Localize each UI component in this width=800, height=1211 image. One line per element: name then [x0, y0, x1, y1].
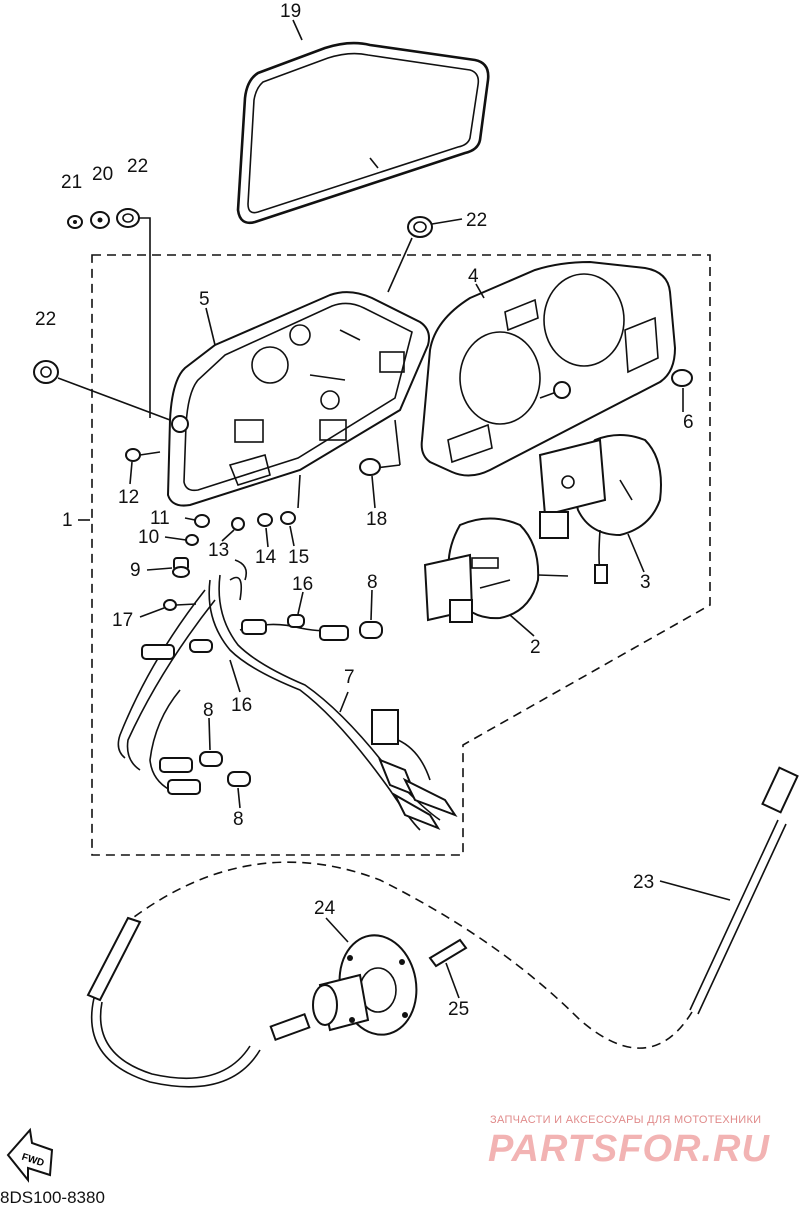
part-17-screw — [163, 599, 197, 611]
part-16-socket-upper — [241, 614, 305, 635]
part-11-nut — [194, 514, 210, 528]
part-3-tachometer — [538, 434, 662, 584]
callout-9: 9 — [130, 560, 141, 581]
callout-16-upper: 16 — [292, 574, 313, 595]
callout-labels: 19 21 20 22 22 4 22 5 6 12 18 1 11 10 13… — [35, 1, 694, 1020]
callout-19: 19 — [280, 1, 301, 22]
part-18-grommet — [359, 458, 381, 476]
part-20-washer — [90, 211, 110, 229]
part-5-meter-housing — [166, 291, 430, 507]
callout-8-lower: 8 — [233, 809, 244, 830]
callout-20: 20 — [92, 164, 113, 185]
callout-10: 10 — [138, 527, 159, 548]
callout-14: 14 — [255, 547, 277, 568]
callout-12: 12 — [118, 487, 139, 508]
callout-24: 24 — [314, 898, 336, 919]
callout-18: 18 — [366, 509, 387, 530]
callout-23: 23 — [633, 872, 654, 893]
callout-22-left: 22 — [35, 309, 56, 330]
part-14-washer — [257, 513, 273, 527]
part-2-speedometer — [423, 517, 569, 623]
part-22-grommet-mounted — [171, 415, 189, 433]
part-6-grommet — [553, 369, 693, 399]
callout-15: 15 — [288, 547, 309, 568]
part-8-bulb-lower — [167, 771, 251, 795]
callout-13: 13 — [208, 540, 229, 561]
part-4-meter-cover — [420, 260, 677, 477]
part-8-bulb-middle — [159, 751, 223, 773]
watermark-brand: PARTSFOR.RU — [488, 1128, 770, 1170]
watermark-tagline: ЗАПЧАСТИ И АКСЕССУАРЫ ДЛЯ МОТОТЕХНИКИ — [490, 1114, 762, 1126]
callout-7: 7 — [344, 667, 355, 688]
part-15-nut — [280, 511, 296, 525]
callout-3: 3 — [640, 572, 651, 593]
callout-2: 2 — [530, 637, 541, 658]
part-8-bulb-upper — [319, 621, 383, 641]
callout-22-top-left: 22 — [127, 156, 148, 177]
part-25-pin — [428, 938, 468, 968]
part-23-meter-cable — [86, 766, 799, 1088]
part-16-socket-lower — [141, 639, 213, 660]
part-22-grommet-left — [33, 360, 59, 384]
part-12-screw — [125, 448, 161, 462]
part-21-nut — [67, 215, 83, 229]
part-13-nut — [231, 517, 245, 531]
callout-25: 25 — [448, 999, 469, 1020]
callout-22-top-right: 22 — [466, 210, 487, 231]
part-22-grommet-top-right — [407, 216, 433, 238]
callout-8-middle: 8 — [203, 700, 214, 721]
callout-17: 17 — [112, 610, 133, 631]
leader-lines — [78, 19, 731, 999]
assembly-boundary — [91, 254, 711, 856]
callout-11: 11 — [150, 508, 170, 529]
part-10-washer — [185, 534, 199, 546]
hardware-leader-line — [138, 217, 151, 418]
fwd-arrow-icon — [6, 1127, 54, 1183]
part-7-wiring-harness — [117, 559, 458, 831]
callout-16-lower: 16 — [231, 695, 252, 716]
callout-21: 21 — [61, 172, 82, 193]
part-24-gear-unit — [269, 934, 418, 1042]
callout-1: 1 — [62, 510, 73, 531]
part-9-socket — [172, 557, 190, 578]
callout-8-upper: 8 — [367, 572, 378, 593]
part-19-gasket — [236, 41, 490, 225]
part-22-grommet-top-left — [116, 208, 140, 228]
callout-4: 4 — [468, 266, 479, 287]
callout-5: 5 — [199, 289, 210, 310]
diagram-code: 8DS100-8380 — [0, 1188, 105, 1207]
callout-6: 6 — [683, 412, 694, 433]
